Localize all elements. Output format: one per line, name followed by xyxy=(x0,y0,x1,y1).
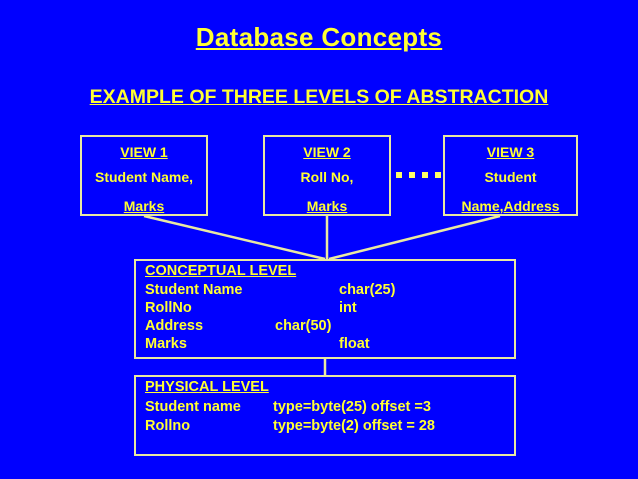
view-1-line-3: Marks xyxy=(123,198,165,214)
conceptual-field-address: Address xyxy=(145,318,204,334)
physical-row-rollno: Rollno type=byte(2) offset = 28 xyxy=(145,418,435,434)
conceptual-type-marks: float xyxy=(339,336,370,352)
view-1-box[interactable]: VIEW 1 Student Name, Marks xyxy=(80,135,208,216)
view-3-box[interactable]: VIEW 3 Student Name,Address xyxy=(443,135,578,216)
view-2-box[interactable]: VIEW 2 Roll No, Marks xyxy=(263,135,391,216)
view-1-line-2: Student Name, xyxy=(94,169,193,185)
page-title: Database Concepts xyxy=(195,22,443,52)
view-2-line-3: Marks xyxy=(306,198,348,214)
physical-field-rollno: Rollno xyxy=(145,418,191,434)
conceptual-level-heading: CONCEPTUAL LEVEL xyxy=(145,263,297,279)
conceptual-row-student-name: Student Name char(25) xyxy=(145,282,395,298)
conceptual-field-rollno: RollNo xyxy=(145,300,192,316)
physical-field-student-name: Student name xyxy=(145,399,241,415)
ellipsis-dots xyxy=(396,172,442,180)
conceptual-type-address: char(50) xyxy=(275,318,332,334)
conceptual-row-marks: Marks float xyxy=(145,336,370,352)
view-2-line-2: Roll No, xyxy=(300,169,354,185)
view-3-title: VIEW 3 xyxy=(486,144,535,160)
view-1-title: VIEW 1 xyxy=(120,144,168,160)
conceptual-type-rollno: int xyxy=(339,300,357,316)
conceptual-type-student-name: char(25) xyxy=(339,282,396,298)
conceptual-row-rollno: RollNo int xyxy=(145,300,357,316)
physical-type-student-name: type=byte(25) offset =3 xyxy=(273,399,431,415)
conceptual-level-box[interactable]: CONCEPTUAL LEVEL Student Name char(25) R… xyxy=(134,259,516,359)
view-2-title: VIEW 2 xyxy=(303,144,351,160)
physical-row-student-name: Student name type=byte(25) offset =3 xyxy=(145,399,431,415)
conceptual-row-address: Address char(50) xyxy=(145,318,331,334)
view-3-line-2: Student xyxy=(484,169,537,185)
physical-level-heading: PHYSICAL LEVEL xyxy=(145,379,269,395)
view-3-line-3: Name,Address xyxy=(461,198,560,214)
conceptual-field-marks: Marks xyxy=(145,336,187,352)
conceptual-field-student-name: Student Name xyxy=(145,282,243,298)
physical-type-rollno: type=byte(2) offset = 28 xyxy=(273,418,435,434)
physical-level-box[interactable]: PHYSICAL LEVEL Student name type=byte(25… xyxy=(134,375,516,456)
page-subtitle: EXAMPLE OF THREE LEVELS OF ABSTRACTION xyxy=(89,86,549,108)
